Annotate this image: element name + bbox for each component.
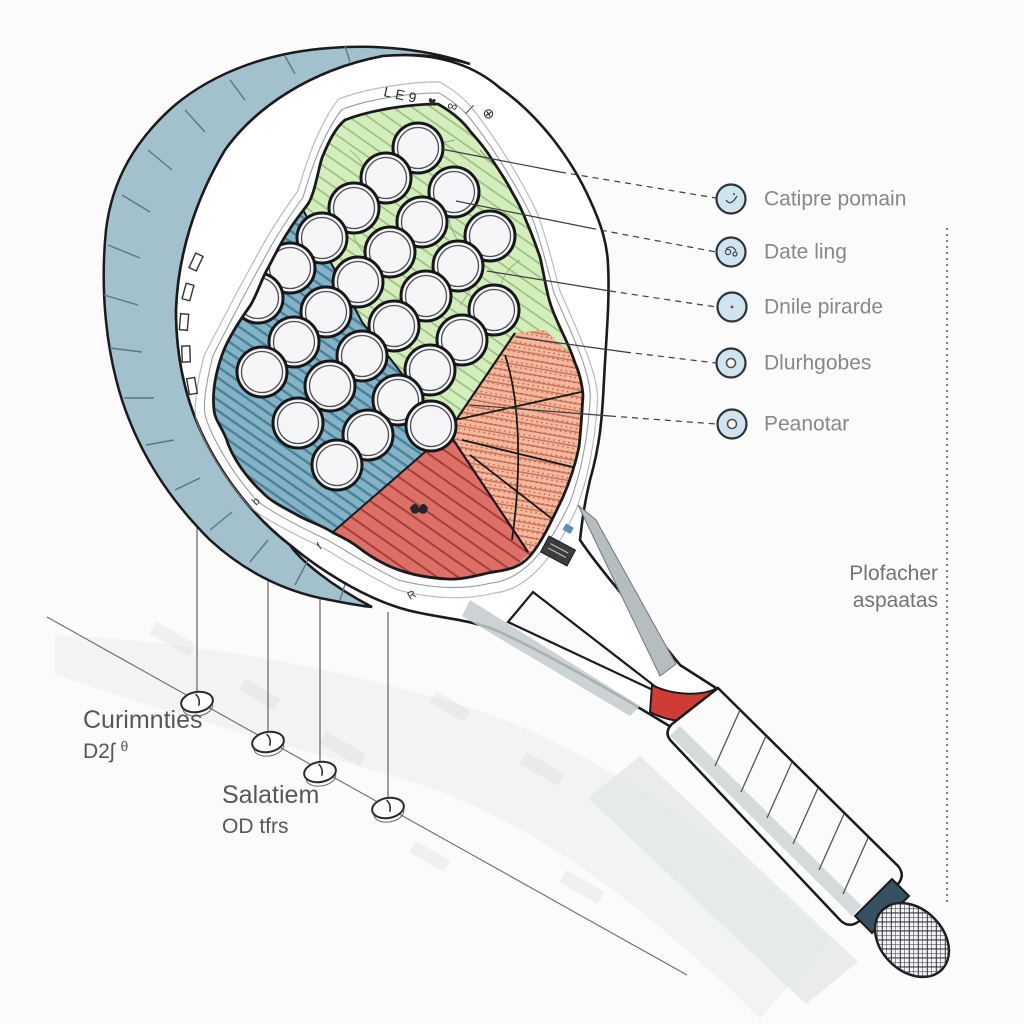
icon-glyph [726, 418, 738, 430]
icon-glyph [725, 246, 737, 252]
side-note-line2: aspaatas [853, 589, 938, 612]
throat-window [506, 590, 671, 699]
ground-label-sub-text: D2ʃ [83, 740, 117, 763]
butt-navy-band [853, 877, 911, 935]
face-outline [212, 102, 585, 581]
callout-label: Dlurhgobes [764, 352, 871, 375]
side-note: Plofacher aspaatas [849, 562, 938, 612]
butterfly-icon [410, 504, 428, 514]
callout-label: Peanotar [764, 413, 849, 436]
handle [648, 683, 951, 979]
hole [404, 399, 458, 453]
projection-lines [46, 505, 688, 976]
hole [271, 396, 325, 450]
grip-wrap-lines [714, 709, 869, 895]
frame-ticks [178, 252, 204, 396]
frame-channel-lines [194, 81, 599, 599]
callout-item-3: Dnile pirarde [716, 291, 883, 323]
background-shading [55, 621, 858, 1018]
callout-label: Catipre pomain [764, 188, 906, 211]
handle-shadow [588, 756, 858, 1004]
throat-logo-patch [539, 523, 577, 567]
rim-band-segments [103, 45, 351, 601]
ground-label-sub: OD tfrs [222, 815, 289, 838]
icon-glyph [725, 195, 738, 204]
throat-shading-lower [462, 600, 640, 716]
throat [462, 504, 677, 716]
throat-shading-upper [577, 504, 677, 677]
icon-glyph-dot [733, 193, 735, 195]
ground-label-title: Salatiem [222, 781, 319, 809]
icon-glyph [730, 305, 734, 309]
ghost-pattern [149, 621, 605, 905]
callout-label: Dnile pirarde [764, 296, 883, 319]
butt-cap [873, 901, 951, 979]
blue-chip-icon [562, 523, 574, 534]
soft-shadow [55, 635, 830, 1018]
grip-shade-stripe [670, 726, 862, 916]
icon-glyph [724, 248, 732, 256]
callouts: Catipre pomain Date ling Dnile pirarde D… [440, 148, 906, 440]
hole [235, 345, 289, 399]
ground-label-superscript: θ [121, 738, 129, 754]
callout-item-1: Catipre pomain [715, 183, 906, 215]
hole [310, 438, 364, 492]
callout-item-2: Date ling [715, 236, 847, 268]
squiggle-check-icon [715, 183, 747, 215]
ground-line [46, 616, 688, 976]
callout-item-4: Dlurhgobes [715, 347, 871, 379]
callout-label: Date ling [764, 241, 847, 264]
icon-glyph [725, 357, 737, 369]
icon-glyph [732, 251, 738, 257]
racket: LE9 ♥ ∞ ⁄ ⊗ b f R [102, 45, 951, 979]
callout-item-5: Peanotar [716, 408, 849, 440]
rim-mark-2: f [315, 540, 325, 552]
grip [666, 686, 903, 926]
ground-label-block-2: Salatiem OD tfrs [222, 781, 319, 838]
ground-label-title: Curimnties [83, 706, 202, 734]
side-note-line1: Plofacher [849, 562, 938, 585]
pin-marker [369, 794, 408, 826]
callout-lines [440, 148, 717, 425]
